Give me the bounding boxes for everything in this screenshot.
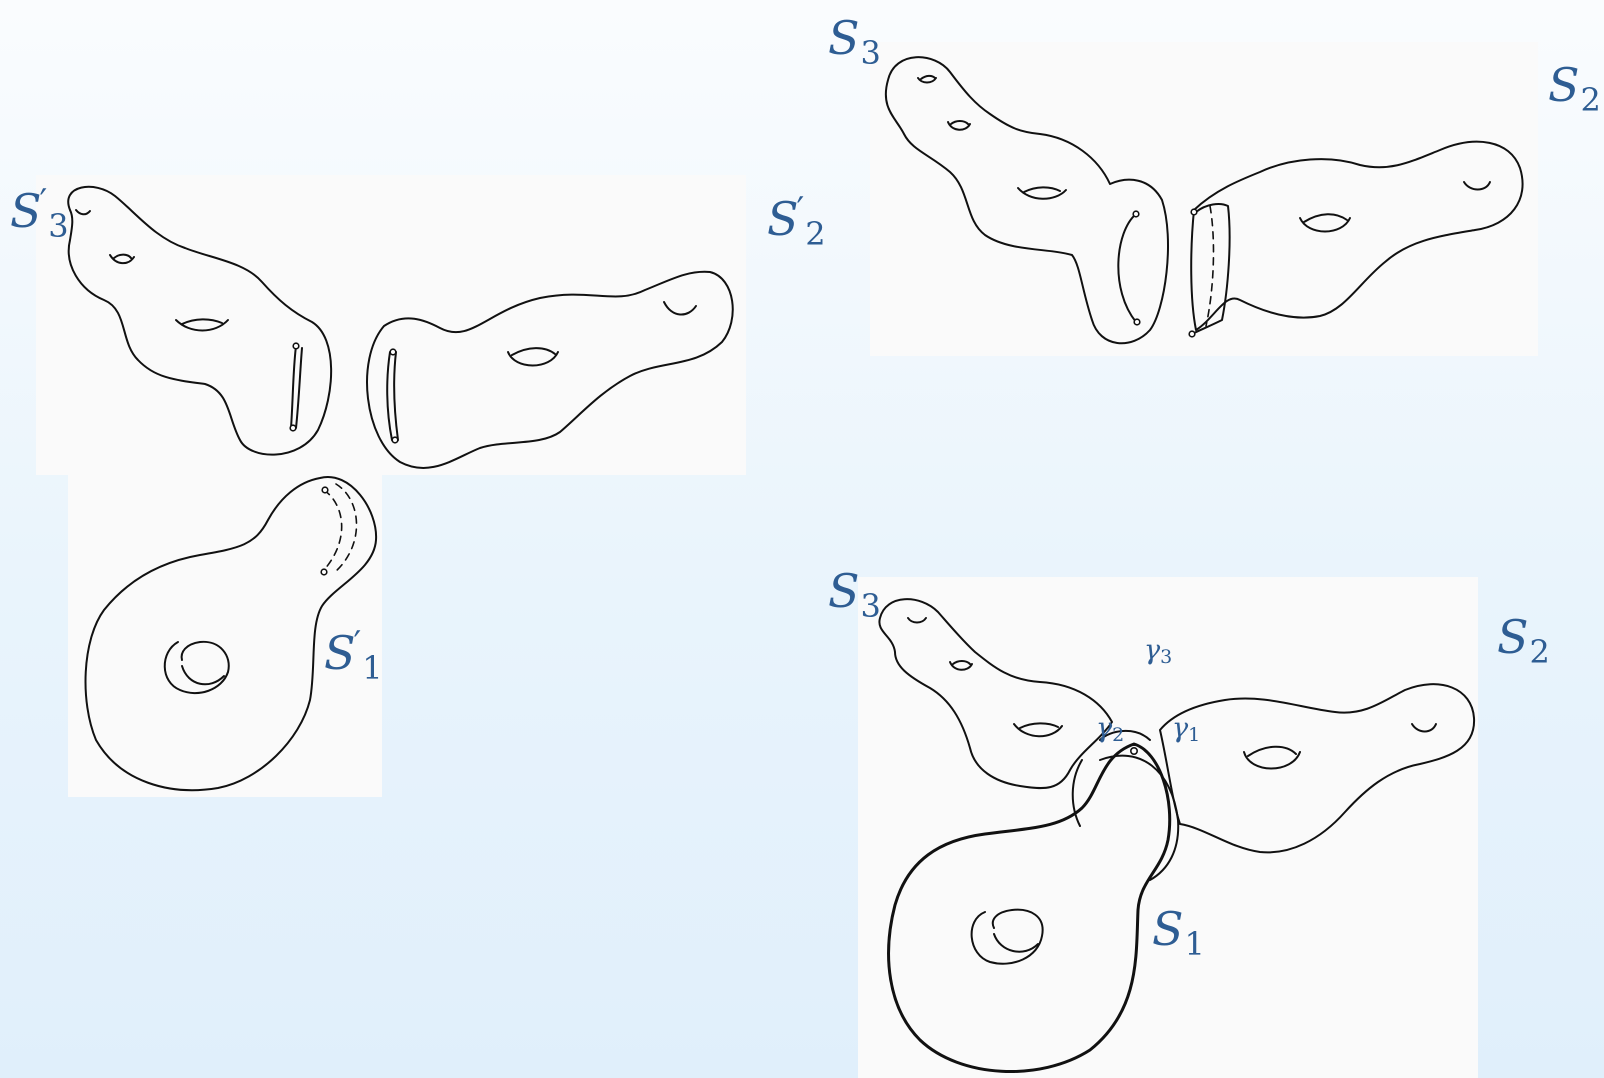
label-s2-top-base: S xyxy=(1548,58,1580,112)
label-s1-bottom: S1 xyxy=(1152,906,1205,960)
label-s1-prime-base: S xyxy=(324,626,356,680)
label-s1-prime-mark: ′ xyxy=(354,624,362,664)
label-s3-prime-mark: ′ xyxy=(40,182,48,222)
label-s2-prime: S′2 xyxy=(767,196,826,250)
label-s3-top: S3 xyxy=(828,15,881,69)
label-gamma1-base: γ xyxy=(1172,713,1188,744)
label-gamma3-base: γ xyxy=(1144,635,1160,666)
label-s3-prime-sub: 3 xyxy=(48,207,68,245)
label-gamma3: γ3 xyxy=(1144,637,1172,667)
label-gamma1: γ1 xyxy=(1172,715,1200,745)
label-s2-prime-mark: ′ xyxy=(797,190,805,230)
label-s1-bottom-sub: 1 xyxy=(1185,925,1205,963)
label-gamma2-base: γ xyxy=(1096,713,1112,744)
label-s1-bottom-base: S xyxy=(1152,902,1184,956)
label-gamma1-sub: 1 xyxy=(1188,724,1200,746)
label-s3-top-base: S xyxy=(828,11,860,65)
label-s3-bottom-sub: 3 xyxy=(861,587,881,625)
surface-s2-prime xyxy=(367,272,733,468)
label-s2-bottom-base: S xyxy=(1497,610,1529,664)
label-s2-prime-sub: 2 xyxy=(805,215,825,253)
label-s3-bottom-base: S xyxy=(828,564,860,618)
label-s2-top: S2 xyxy=(1548,62,1601,116)
label-s2-bottom: S2 xyxy=(1497,614,1550,668)
surface-s2-bottom xyxy=(1160,684,1474,852)
label-s2-bottom-sub: 2 xyxy=(1530,633,1550,671)
label-s3-bottom: S3 xyxy=(828,568,881,622)
label-gamma3-sub: 3 xyxy=(1160,646,1172,668)
label-s2-top-sub: 2 xyxy=(1581,81,1601,119)
surface-s2-top xyxy=(1189,142,1522,337)
label-s2-prime-base: S xyxy=(767,192,799,246)
surface-s3-bottom xyxy=(879,599,1112,788)
label-s3-prime-base: S xyxy=(10,184,42,238)
surface-s3-prime xyxy=(68,187,331,455)
label-gamma2: γ2 xyxy=(1096,715,1124,745)
label-s3-prime: S′3 xyxy=(10,188,69,242)
label-gamma2-sub: 2 xyxy=(1112,724,1124,746)
label-s3-top-sub: 3 xyxy=(861,34,881,72)
label-s1-prime-sub: 1 xyxy=(362,649,382,687)
surface-s1-bottom xyxy=(889,731,1179,1072)
surface-s3-top xyxy=(886,57,1168,343)
label-s1-prime: S′1 xyxy=(324,630,383,684)
